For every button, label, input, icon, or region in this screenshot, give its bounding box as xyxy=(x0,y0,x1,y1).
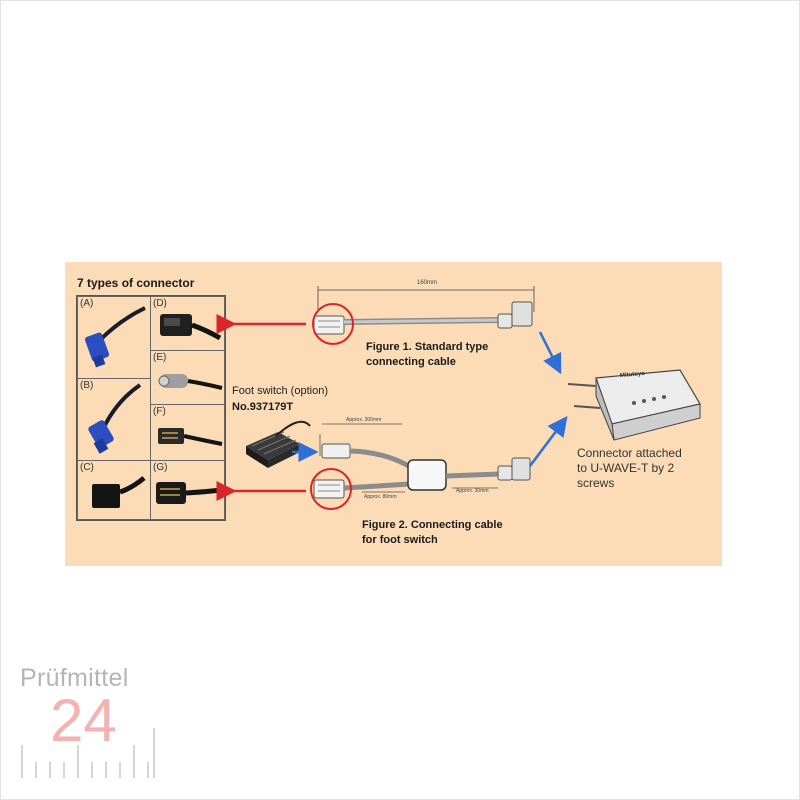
highlight-circle-1 xyxy=(312,303,354,345)
figure1-caption-line2: connecting cable xyxy=(366,356,456,368)
standard-cable xyxy=(312,286,535,345)
figure1-caption-line1: Figure 1. Standard type xyxy=(366,341,489,353)
uwave-caption-line2: to U-WAVE-T by 2 xyxy=(577,461,675,475)
foot-switch-image xyxy=(246,420,311,468)
connector-d-image xyxy=(160,314,222,341)
connector-g-image xyxy=(156,482,223,504)
watermark-ruler xyxy=(21,728,155,778)
connector-c-image xyxy=(92,476,146,508)
blue-arrow-figure1 xyxy=(538,331,562,375)
blue-arrow-figure2 xyxy=(529,416,568,467)
uwave-transmitter-image xyxy=(567,369,701,441)
uwave-caption-line3: screws xyxy=(577,476,615,490)
connector-cell-b: (B) xyxy=(77,378,151,462)
foot-switch-number: No.937179T xyxy=(232,401,294,413)
connector-types-title: 7 types of connector xyxy=(77,276,195,290)
foot-switch-cable xyxy=(310,423,531,510)
uwave-caption: Connector attached to U-WAVE-T by 2 scre… xyxy=(577,446,682,491)
figure1-caption: Figure 1. Standard type connecting cable xyxy=(366,340,488,370)
figure2-caption-line2: for foot switch xyxy=(362,534,438,546)
connector-b-image xyxy=(88,383,142,454)
connector-label-g: (G) xyxy=(153,462,168,473)
dimension-label-30: Approx. 30mm xyxy=(456,488,489,494)
dimension-label-80: Approx. 80mm xyxy=(364,494,397,500)
highlight-circle-2 xyxy=(310,468,352,510)
dimension-label-160: 160mm xyxy=(417,280,438,286)
connector-label-b: (B) xyxy=(80,380,94,391)
connector-f-image xyxy=(158,428,223,446)
watermark-number: 24 xyxy=(50,687,117,754)
connector-label-e: (E) xyxy=(153,352,167,363)
watermark-logo: Prüfmittel 24 xyxy=(20,664,160,782)
uwave-caption-line1: Connector attached xyxy=(577,446,682,460)
figure2-caption-line1: Figure 2. Connecting cable xyxy=(362,519,503,531)
figure2-caption: Figure 2. Connecting cable for foot swit… xyxy=(362,518,503,548)
connector-label-c: (C) xyxy=(80,462,94,473)
connector-label-a: (A) xyxy=(80,298,94,309)
connector-e-image xyxy=(158,374,223,390)
connector-a-image xyxy=(84,306,146,368)
foot-switch-label: Foot switch (option) xyxy=(232,385,328,397)
dimension-label-300: Approx. 300mm xyxy=(346,417,382,423)
watermark-name: Prüfmittel xyxy=(20,664,129,692)
connector-label-f: (F) xyxy=(153,406,166,417)
connector-label-d: (D) xyxy=(153,298,167,309)
